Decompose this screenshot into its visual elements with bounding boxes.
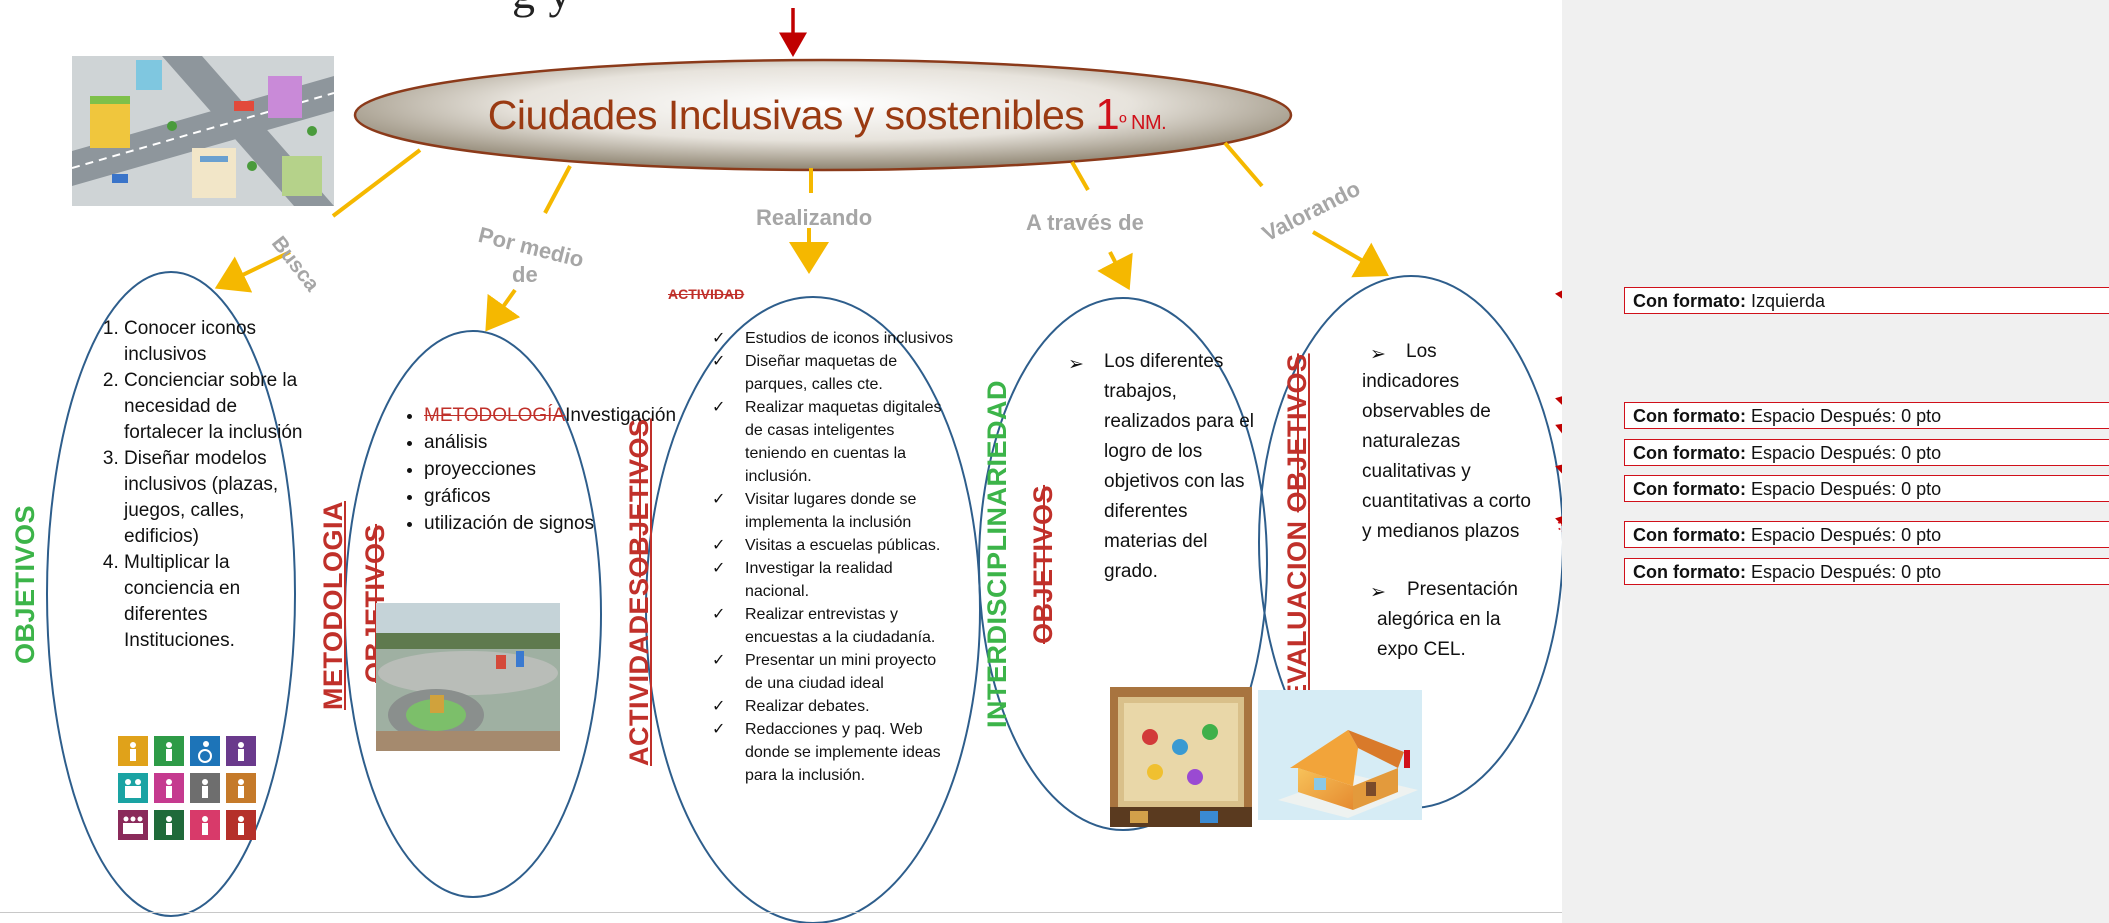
interdisciplinariedad-ellipse [978, 297, 1268, 831]
link-a-traves-de: A través de [1026, 210, 1144, 235]
classroom-model-image [1110, 687, 1252, 827]
city-illustration-image [72, 56, 334, 206]
interdisciplinariedad-text: Los diferentes trabajos, realizados para… [1104, 351, 1254, 582]
actividad-item: Realizar entrevistas y encuestas a la ci… [712, 603, 955, 649]
objetivos-list: Conocer iconos inclusivos Concienciar so… [90, 316, 306, 654]
evaluacion-item-1: Los indicadores observables de naturalez… [1362, 341, 1531, 542]
title-suffix: º NM. [1119, 112, 1167, 134]
actividad-item: Diseñar maquetas de parques, calles cte. [712, 350, 955, 396]
format-comment-value: Espacio Después: 0 pto [1751, 562, 1942, 582]
actividad-item: Redacciones y paq. Web donde se implemen… [712, 718, 955, 787]
metodologia-item: utilización de signos [424, 510, 639, 537]
metodologia-deleted-word: METODOLOGÍA [424, 405, 566, 426]
cropped-heading-fragment: g y [512, 0, 573, 19]
format-comment-label: Con formato: [1633, 406, 1746, 426]
arrow-title-atraves [1070, 161, 1090, 191]
format-comment[interactable]: Con formato: Espacio Después: 0 pto [1624, 475, 2109, 502]
metodologia-item: gráficos [424, 483, 639, 510]
format-comment-label: Con formato: [1633, 562, 1746, 582]
actividades-ellipse [645, 296, 981, 923]
actividad-item: Estudios de iconos inclusivos [712, 327, 955, 350]
actividad-item: Realizar maquetas digitales de casas int… [712, 396, 955, 488]
metodologia-first-item: Investigación [565, 405, 677, 426]
arrow-title-valorando [1223, 141, 1264, 188]
format-comment-value: Espacio Después: 0 pto [1751, 443, 1942, 463]
page-bottom-rule [0, 912, 1562, 913]
arrow-bullet-icon: ➢ [1370, 344, 1386, 365]
label-objetivos-deleted-3: OBJETIVOS [1028, 484, 1058, 644]
format-comment[interactable]: Con formato: Izquierda [1624, 287, 2109, 314]
metodologia-ellipse [344, 330, 602, 898]
format-comment-label: Con formato: [1633, 479, 1746, 499]
label-evaluacion-group: EVALUACION OBJETIVOS [1282, 353, 1313, 702]
format-comment-value: Espacio Después: 0 pto [1751, 479, 1942, 499]
document-page: g y [0, 0, 1562, 923]
arrow-atraves-interdisciplinariedad [1097, 251, 1133, 291]
house-3d-image [1258, 690, 1422, 820]
format-comment-label: Con formato: [1633, 291, 1746, 311]
metodologia-item: METODOLOGÍAInvestigación [424, 402, 676, 429]
objetivo-item: Concienciar sobre la necesidad de fortal… [124, 368, 306, 446]
format-comment-value: Espacio Después: 0 pto [1751, 406, 1942, 426]
label-objetivos-deleted-4: OBJETIVOS [1282, 353, 1312, 513]
label-interdisciplinariedad: INTERDISCIPLINARIEDAD [982, 379, 1012, 728]
format-comment-label: Con formato: [1633, 443, 1746, 463]
actividad-item: Visitas a escuelas públicas. [712, 534, 955, 557]
metodologia-list: METODOLOGÍAInvestigación análisis proyec… [390, 402, 676, 537]
title-main: Ciudades Inclusivas y sostenibles [487, 92, 1096, 138]
metodologia-item: proyecciones [424, 456, 639, 483]
label-evaluacion: EVALUACION [1282, 520, 1312, 702]
label-objetivos: OBJETIVOS [10, 504, 40, 664]
title-ellipse [353, 58, 1293, 172]
arrow-bullet-icon: ➢ [1068, 354, 1084, 375]
arrow-pormedio-metodologia [485, 288, 521, 332]
label-metodologia: METODOLOGIA [318, 500, 348, 710]
actividad-item: Realizar debates. [712, 695, 955, 718]
title-number: 1 [1095, 90, 1120, 139]
map-title: Ciudades Inclusivas y sostenibles 1º NM. [352, 90, 1302, 140]
format-comment[interactable]: Con formato: Espacio Después: 0 pto [1624, 558, 2109, 585]
arrow-title-busca [331, 148, 422, 218]
arrow-title-pormedio [543, 165, 572, 214]
accessibility-icons-grid [118, 736, 256, 840]
arrow-valorando-evaluacion [1311, 230, 1389, 278]
concept-map-shapes [46, 8, 1562, 923]
metodologia-item: análisis [424, 429, 639, 456]
actividad-item: Presentar un mini proyecto de una ciudad… [712, 649, 955, 695]
arrow-bullet-icon: ➢ [1370, 582, 1386, 603]
objetivo-item: Conocer iconos inclusivos [124, 316, 306, 368]
actividad-deleted-heading: ACTIVIDAD [668, 286, 745, 302]
park-photo-image [376, 603, 560, 751]
actividad-item: Investigar la realidad nacional. [712, 557, 955, 603]
format-comment-value: Espacio Después: 0 pto [1751, 525, 1942, 545]
link-realizando: Realizando [756, 205, 873, 230]
format-comment[interactable]: Con formato: Espacio Después: 0 pto [1624, 402, 2109, 429]
objetivos-ellipse [46, 271, 296, 917]
link-por-medio-de: de [512, 262, 538, 287]
label-actividades: ACTIVIDADES [624, 577, 654, 766]
objetivo-item: Diseñar modelos inclusivos (plazas, jueg… [124, 446, 306, 550]
objetivo-item: Multiplicar la conciencia en diferentes … [124, 550, 306, 654]
format-comment-label: Con formato: [1633, 525, 1746, 545]
evaluacion-item-2: Presentación alegórica en la expo CEL. [1377, 579, 1518, 660]
arrow-busca-objetivos [214, 250, 291, 293]
actividades-checklist: Estudios de iconos inclusivos Diseñar ma… [712, 327, 955, 787]
format-comment-value: Izquierda [1751, 291, 1826, 311]
format-comment[interactable]: Con formato: Espacio Después: 0 pto [1624, 521, 2109, 548]
format-comment[interactable]: Con formato: Espacio Después: 0 pto [1624, 439, 2109, 466]
actividad-item: Visitar lugares donde se implementa la i… [712, 488, 955, 534]
